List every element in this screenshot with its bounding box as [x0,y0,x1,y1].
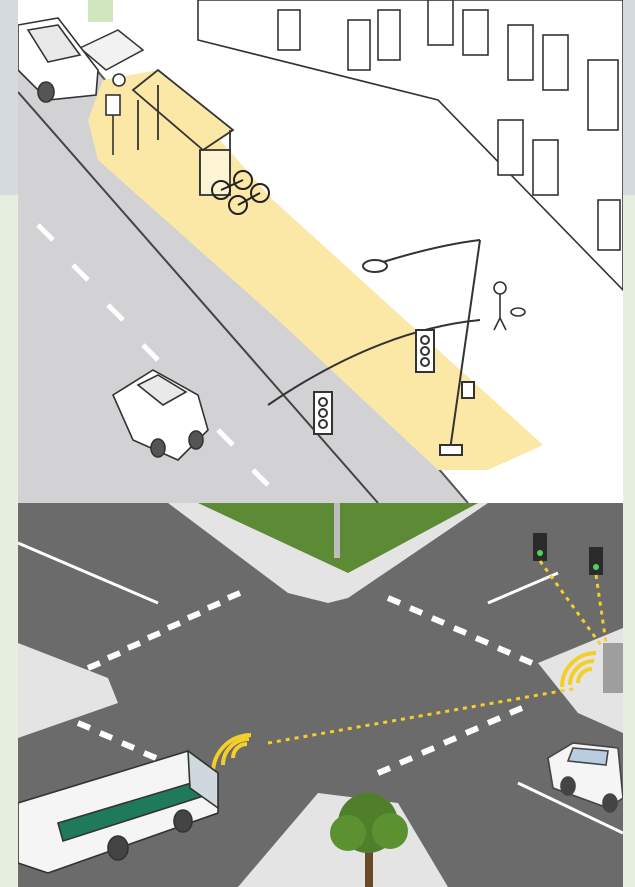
street-tree-canopy [88,0,113,22]
connected-intersection [18,503,623,887]
left-margin-band [0,195,18,887]
pedestrian-with-dog [494,282,525,330]
street-illustration [18,0,623,503]
intersection-svg [18,503,623,887]
street-illustration-svg [18,0,623,503]
light-pole [334,503,340,558]
right-margin-band [623,195,635,887]
roadside-unit [603,643,623,693]
